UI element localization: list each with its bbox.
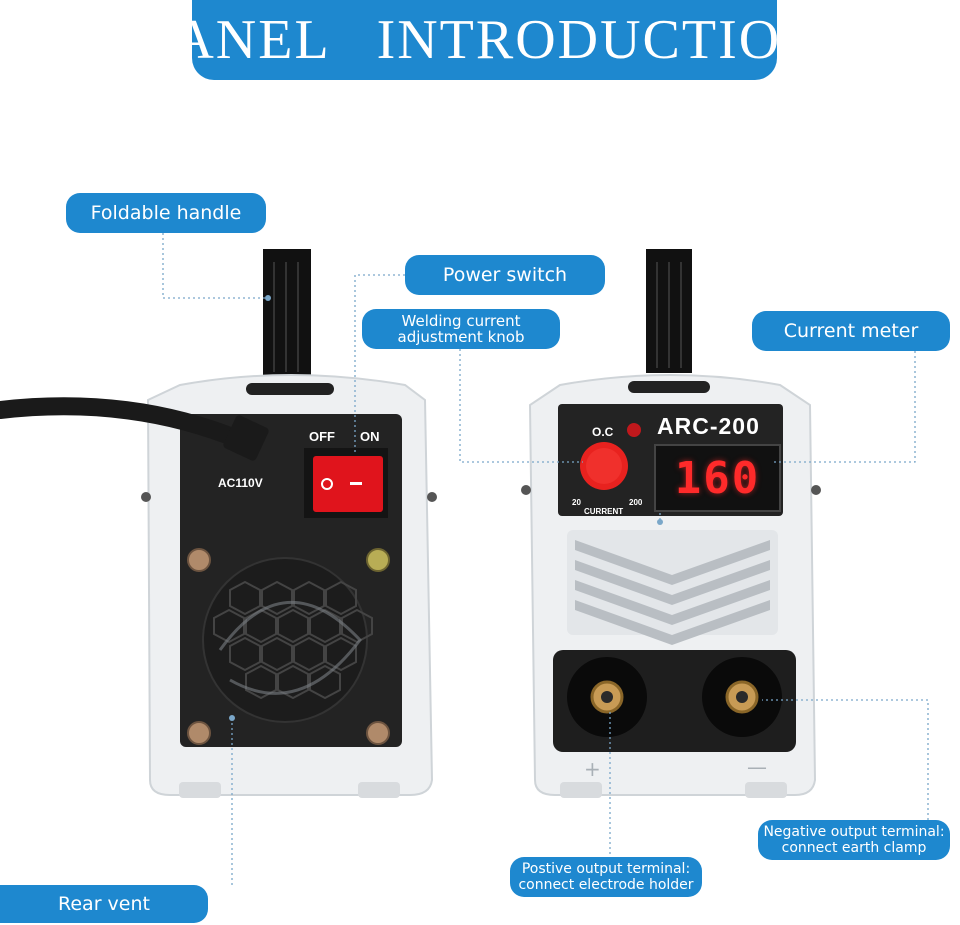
banner-title: PANEL INTRODUCTION (145, 9, 824, 71)
screw-icon (366, 721, 390, 745)
label-current-meter: Current meter (752, 311, 950, 351)
current-meter-display (654, 444, 781, 512)
front-handle (646, 249, 692, 373)
label-text: Rear vent (58, 893, 150, 915)
label-text-line2: connect earth clamp (781, 840, 927, 856)
label-power-switch: Power switch (405, 255, 605, 295)
label-foldable-handle: Foldable handle (66, 193, 266, 233)
front-vent-grille (567, 530, 778, 645)
label-text: Power switch (442, 264, 568, 286)
label-current-knob: Welding current adjustment knob (362, 309, 560, 349)
screw-icon (187, 721, 211, 745)
label-text-line1: Postive output terminal: (521, 861, 691, 877)
power-switch-icon[interactable] (313, 456, 383, 512)
title-banner: PANEL INTRODUCTION (145, 0, 822, 80)
meter-reading: 160 (674, 452, 761, 504)
label-rear-vent: Rear vent (0, 885, 208, 923)
switch-on-label: ON (360, 429, 380, 444)
label-text-line2: adjustment knob (397, 328, 525, 346)
knob-min-label: 20 (572, 498, 581, 507)
label-text: Current meter (783, 320, 919, 342)
knob-max-label: 200 (629, 498, 643, 507)
label-positive-terminal: Postive output terminal: connect electro… (510, 857, 702, 897)
rear-vent-grille (202, 557, 373, 723)
switch-off-label: OFF (309, 429, 335, 444)
label-text-line2: connect electrode holder (518, 877, 694, 893)
oc-label: O.C (592, 425, 614, 439)
model-name: ARC-200 (657, 413, 760, 439)
voltage-label: AC110V (218, 476, 263, 490)
rear-grip-slot (246, 383, 334, 395)
callout-lines (162, 233, 929, 885)
power-cable (0, 397, 249, 449)
label-text: Foldable handle (90, 202, 242, 224)
negative-sign: — (747, 755, 767, 779)
screw-icon (366, 548, 390, 572)
oc-indicator-icon (627, 423, 641, 437)
knob-label: CURRENT (584, 507, 624, 516)
positive-sign: + (584, 757, 601, 781)
label-text-line1: Negative output terminal: (763, 824, 945, 840)
screw-icon (187, 548, 211, 572)
label-negative-terminal: Negative output terminal: connect earth … (758, 820, 950, 860)
label-text-line1: Welding current (401, 312, 521, 330)
rear-handle (263, 249, 311, 377)
